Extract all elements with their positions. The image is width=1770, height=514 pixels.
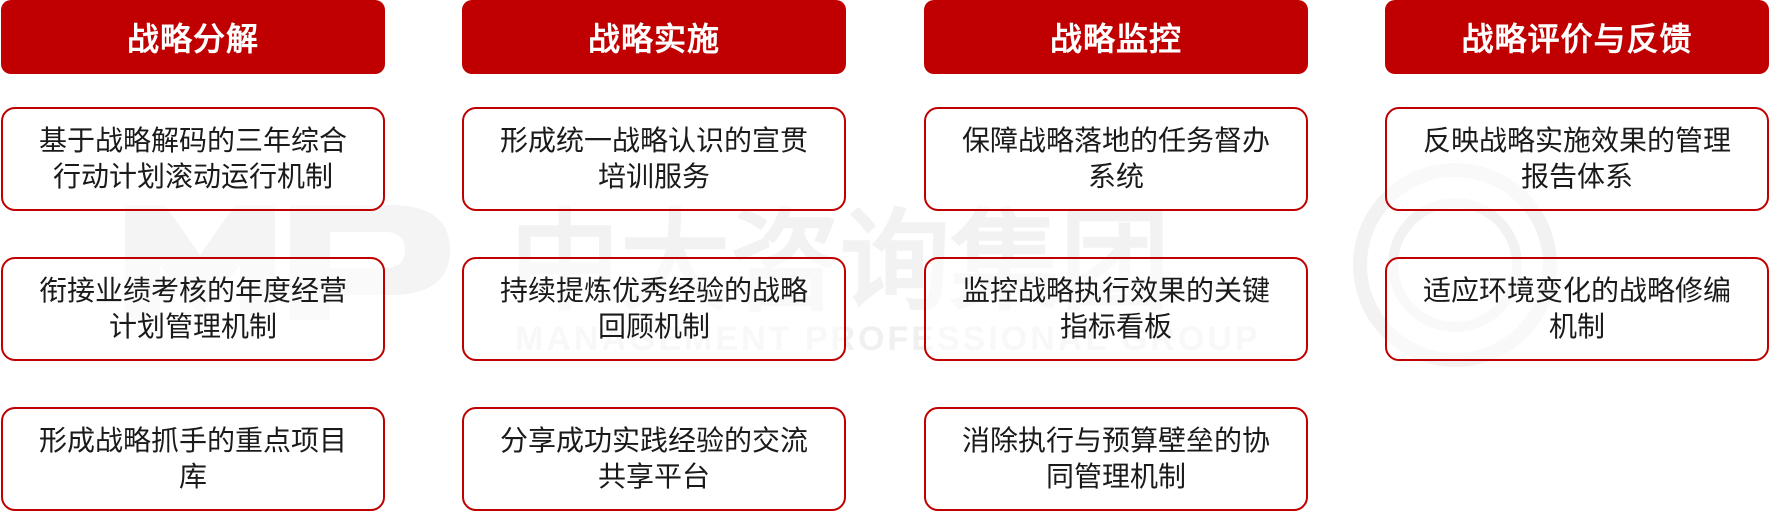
- strategy-item: 形成统一战略认识的宣贯培训服务: [462, 107, 846, 211]
- strategy-item: 反映战略实施效果的管理报告体系: [1385, 107, 1769, 211]
- item-text: 衔接业绩考核的年度经营计划管理机制: [38, 274, 347, 343]
- strategy-item: 基于战略解码的三年综合行动计划滚动运行机制: [1, 107, 385, 211]
- strategy-item: 适应环境变化的战略修编机制: [1385, 257, 1769, 361]
- column-header: 战略分解: [1, 0, 385, 74]
- strategy-item: 保障战略落地的任务督办系统: [924, 107, 1308, 211]
- strategy-item: 消除执行与预算壁垒的协同管理机制: [924, 407, 1308, 511]
- column-header: 战略评价与反馈: [1385, 0, 1769, 74]
- item-text: 保障战略落地的任务督办系统: [961, 124, 1270, 193]
- strategy-item: 监控战略执行效果的关键指标看板: [924, 257, 1308, 361]
- item-text: 分享成功实践经验的交流共享平台: [499, 424, 808, 493]
- strategy-item: 分享成功实践经验的交流共享平台: [462, 407, 846, 511]
- item-text: 形成战略抓手的重点项目库: [38, 424, 347, 493]
- item-text: 基于战略解码的三年综合行动计划滚动运行机制: [38, 124, 347, 193]
- strategy-item: 持续提炼优秀经验的战略回顾机制: [462, 257, 846, 361]
- strategy-item: 形成战略抓手的重点项目库: [1, 407, 385, 511]
- item-text: 监控战略执行效果的关键指标看板: [961, 274, 1270, 343]
- strategy-item: 衔接业绩考核的年度经营计划管理机制: [1, 257, 385, 361]
- column-header: 战略监控: [924, 0, 1308, 74]
- item-text: 适应环境变化的战略修编机制: [1422, 274, 1731, 343]
- item-text: 消除执行与预算壁垒的协同管理机制: [961, 424, 1270, 493]
- item-text: 持续提炼优秀经验的战略回顾机制: [499, 274, 808, 343]
- item-text: 反映战略实施效果的管理报告体系: [1422, 124, 1731, 193]
- item-text: 形成统一战略认识的宣贯培训服务: [499, 124, 808, 193]
- column-header: 战略实施: [462, 0, 846, 74]
